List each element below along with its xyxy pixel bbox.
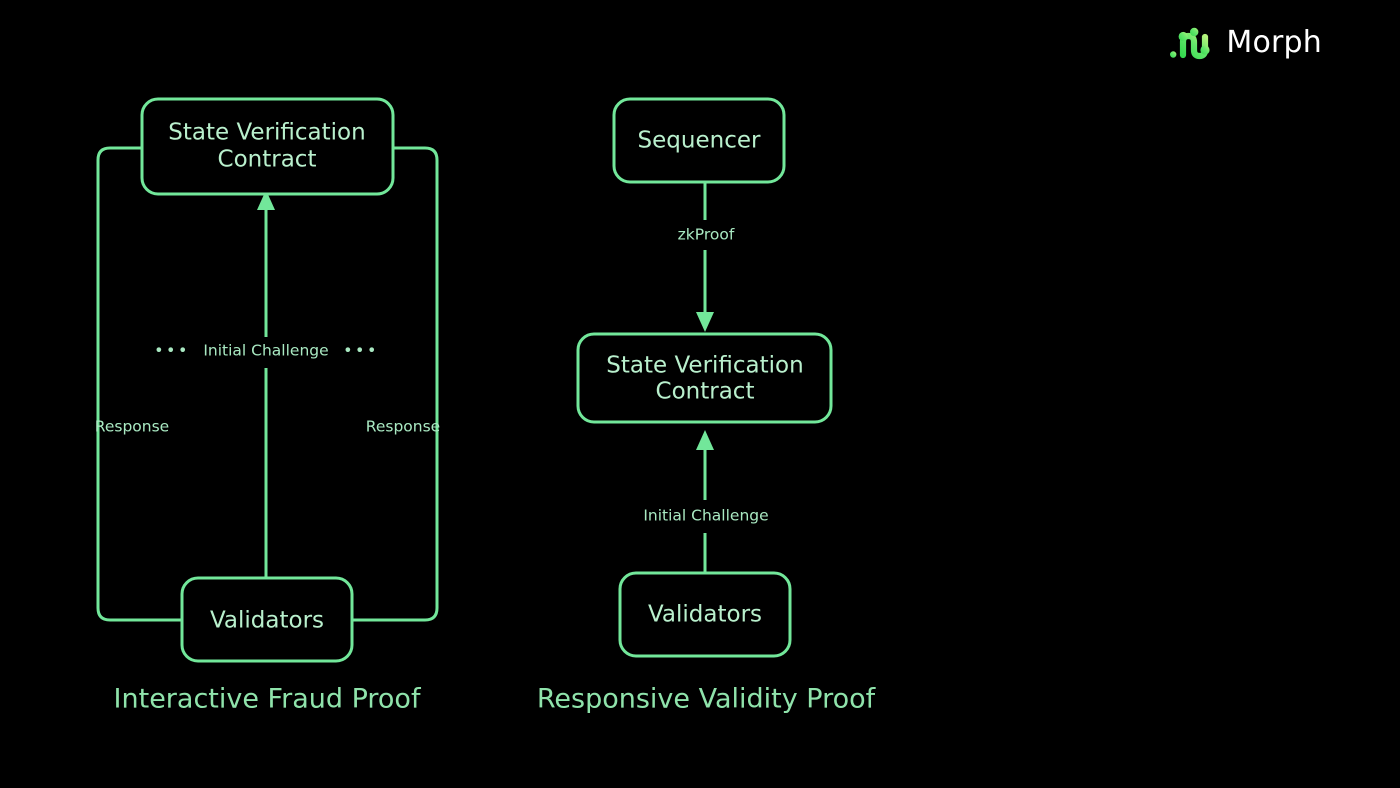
edge-response-right-path — [351, 146, 439, 622]
responsive-validity-proof-svg: Sequencer State Verification Contract Va… — [537, 97, 877, 715]
interactive-fraud-proof-svg: State Verification Contract Validators •… — [95, 97, 440, 715]
edge-zkproof-label: zkProof — [678, 226, 735, 244]
diagram-interactive-fraud-proof: State Verification Contract Validators •… — [0, 0, 540, 788]
edge-initial-challenge-arrowhead-right — [696, 430, 714, 450]
node-validators[interactable]: Validators — [180, 576, 354, 663]
node-state-verification-contract-label-line2: Contract — [218, 147, 317, 173]
node-state-verification-contract-rect[interactable] — [140, 97, 395, 196]
node-state-verification-contract-label-line1: State Verification — [168, 120, 365, 146]
morph-molecule-icon — [1170, 27, 1210, 60]
diagram-responsive-validity-proof: Sequencer State Verification Contract Va… — [520, 0, 1080, 788]
node-state-verification-contract-right-rect[interactable] — [576, 332, 833, 424]
edge-response-right-label: Response — [366, 418, 440, 436]
node-state-verification-contract-right-label-line2: Contract — [656, 379, 755, 405]
caption-interactive-fraud-proof: Interactive Fraud Proof — [114, 684, 422, 715]
brand-logo: Morph — [1170, 26, 1322, 60]
node-validators-right-label: Validators — [648, 602, 762, 628]
node-sequencer-rect[interactable] — [612, 97, 786, 184]
node-validators-label: Validators — [210, 608, 324, 634]
edge-initial-challenge-dots-left: ••• — [154, 341, 190, 360]
edge-initial-challenge-dots-right: ••• — [343, 341, 379, 360]
node-validators-rect[interactable] — [180, 576, 354, 663]
edge-initial-challenge-right-label: Initial Challenge — [643, 507, 768, 525]
node-validators-right[interactable]: Validators — [618, 571, 792, 658]
node-state-verification-contract[interactable]: State Verification Contract — [140, 97, 395, 196]
edge-initial-challenge-arrowhead — [257, 190, 275, 210]
node-state-verification-contract-right-label-line1: State Verification — [606, 353, 803, 379]
node-validators-right-rect[interactable] — [618, 571, 792, 658]
brand-name: Morph — [1226, 25, 1322, 60]
caption-responsive-validity-proof: Responsive Validity Proof — [537, 684, 877, 715]
node-sequencer[interactable]: Sequencer — [612, 97, 786, 184]
node-sequencer-label: Sequencer — [638, 128, 761, 154]
edge-zkproof-arrowhead — [696, 312, 714, 332]
edge-response-left-path — [96, 146, 183, 622]
edge-response-left-label: Response — [95, 418, 169, 436]
node-state-verification-contract-right[interactable]: State Verification Contract — [576, 332, 833, 424]
edge-initial-challenge-label: Initial Challenge — [203, 342, 328, 360]
